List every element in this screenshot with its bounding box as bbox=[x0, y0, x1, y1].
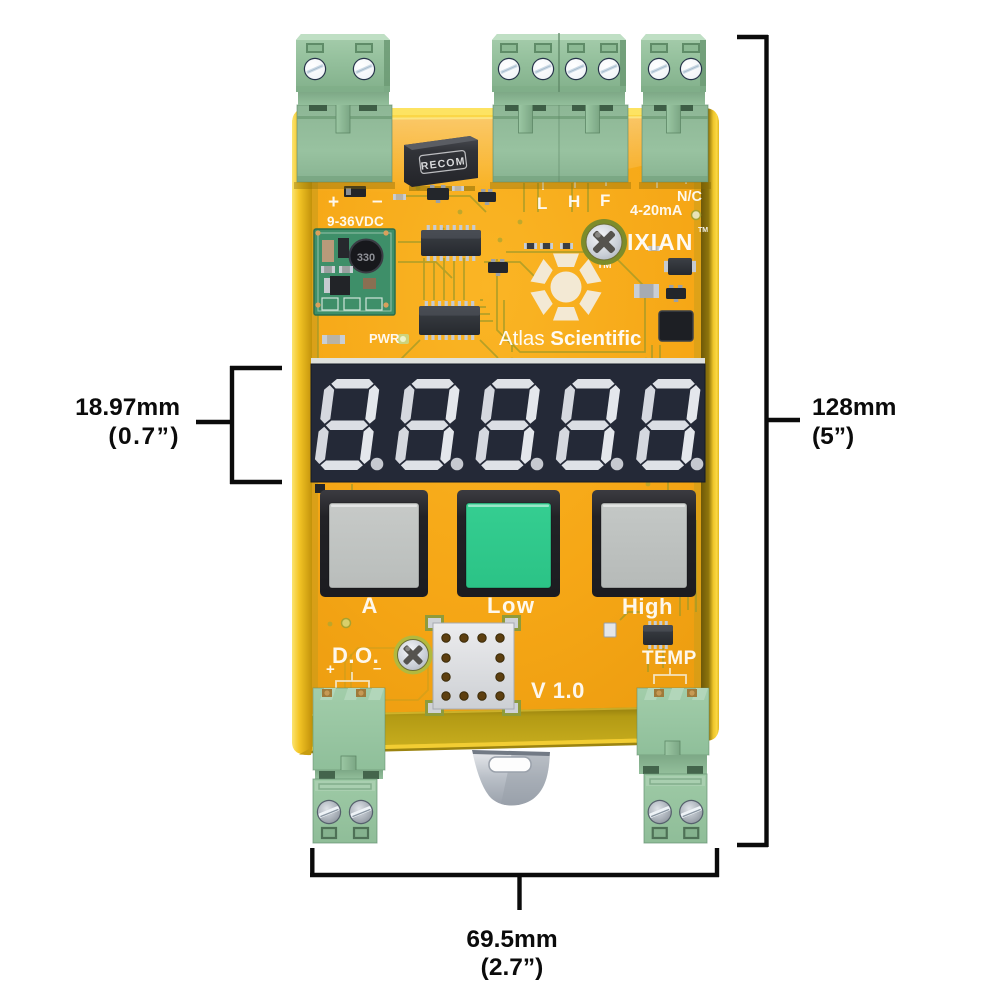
svg-text:(2.7”): (2.7”) bbox=[481, 954, 544, 981]
svg-text:+: + bbox=[328, 192, 339, 213]
svg-text:D.O.: D.O. bbox=[332, 643, 379, 668]
svg-text:+: + bbox=[326, 661, 335, 678]
svg-text:(5”): (5”) bbox=[812, 423, 854, 450]
svg-text:TM: TM bbox=[597, 260, 611, 271]
svg-text:F: F bbox=[600, 191, 610, 210]
svg-text:N/C: N/C bbox=[677, 189, 703, 205]
svg-text:18.97mm: 18.97mm bbox=[75, 394, 180, 421]
svg-text:9-36VDC: 9-36VDC bbox=[327, 214, 384, 229]
svg-text:IXIAN: IXIAN bbox=[627, 229, 693, 255]
svg-text:Low: Low bbox=[487, 593, 536, 618]
svg-text:H: H bbox=[568, 192, 580, 211]
svg-text:PWR: PWR bbox=[369, 331, 400, 346]
svg-text:–: – bbox=[372, 191, 383, 212]
svg-text:TEMP: TEMP bbox=[642, 648, 697, 669]
svg-text:RECOM: RECOM bbox=[420, 155, 466, 172]
svg-text:TM: TM bbox=[698, 227, 708, 234]
svg-text:High: High bbox=[622, 594, 673, 619]
svg-text:–: – bbox=[373, 660, 381, 677]
svg-text:V 1.0: V 1.0 bbox=[531, 678, 585, 703]
svg-text:330: 330 bbox=[357, 252, 375, 264]
svg-text:L: L bbox=[537, 194, 547, 213]
svg-text:A: A bbox=[362, 593, 378, 618]
svg-text:(0.7”): (0.7”) bbox=[108, 423, 180, 450]
svg-text:128mm: 128mm bbox=[812, 394, 896, 421]
svg-text:4-20mA: 4-20mA bbox=[630, 203, 683, 219]
svg-text:69.5mm: 69.5mm bbox=[466, 926, 557, 953]
svg-text:Atlas Scientific: Atlas Scientific bbox=[499, 327, 641, 350]
